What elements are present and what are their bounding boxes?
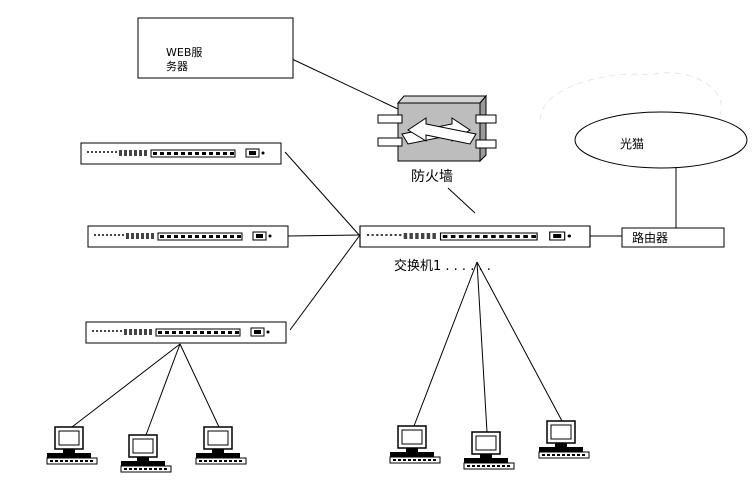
router-box bbox=[621, 227, 725, 248]
pc-icon bbox=[463, 431, 515, 470]
modem-ellipse bbox=[574, 111, 748, 169]
firewall-top bbox=[396, 95, 488, 104]
core-switch-node: 交换机1 . . . . . . bbox=[359, 225, 591, 274]
modem-node: 光猫 bbox=[574, 111, 748, 169]
pc-icon bbox=[46, 426, 98, 465]
web-server-node: WEB服 务器 bbox=[137, 17, 294, 79]
web-server-label-line2: 务器 bbox=[166, 60, 188, 73]
firewall-label: 防火墙 bbox=[411, 169, 453, 185]
link-pc-1 bbox=[71, 343, 181, 428]
link-firewall-switch bbox=[447, 187, 476, 214]
link-switch-a bbox=[284, 151, 361, 237]
link-pc-5 bbox=[476, 261, 488, 433]
link-web-firewall bbox=[291, 58, 401, 111]
link-pc-2 bbox=[145, 343, 181, 436]
web-server-label-line1: WEB服 bbox=[166, 46, 202, 59]
pc-icon bbox=[195, 426, 247, 465]
link-switch-b bbox=[287, 234, 361, 237]
switch-device bbox=[87, 225, 289, 248]
core-switch-label: 交换机1 . . . . . . bbox=[394, 258, 491, 274]
switch-device bbox=[85, 321, 287, 344]
pc-icon bbox=[120, 434, 172, 473]
router-label: 路由器 bbox=[632, 230, 668, 245]
firewall-node: 防火墙 bbox=[377, 94, 497, 185]
modem-label: 光猫 bbox=[620, 137, 644, 151]
switch-device bbox=[80, 142, 282, 165]
web-server-box bbox=[137, 17, 294, 79]
link-pc-4 bbox=[413, 261, 478, 427]
cloud-outline bbox=[539, 72, 723, 121]
firewall-side bbox=[479, 94, 487, 163]
pc-icon bbox=[538, 420, 590, 459]
pc-icon bbox=[389, 425, 441, 464]
firewall-arrow-icon bbox=[407, 117, 477, 145]
core-switch-device bbox=[359, 225, 591, 248]
router-node: 路由器 bbox=[621, 227, 725, 248]
link-pc-6 bbox=[476, 261, 563, 422]
link-switch-c bbox=[289, 234, 361, 331]
connection-lines bbox=[71, 58, 677, 436]
link-pc-3 bbox=[179, 343, 220, 428]
